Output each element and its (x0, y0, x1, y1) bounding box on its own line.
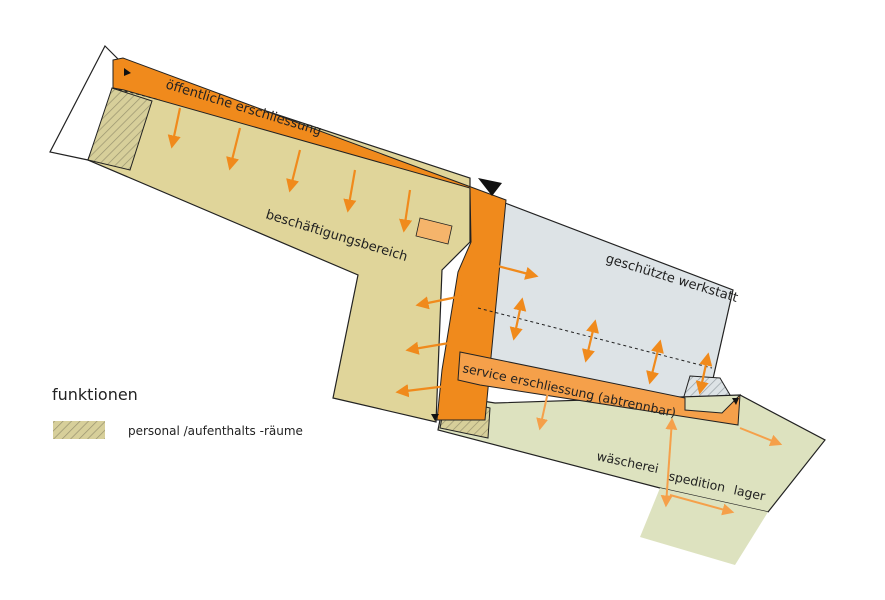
staff-room-left (87, 87, 153, 171)
legend-title: funktionen (52, 385, 138, 404)
circulation-arrows (167, 107, 539, 398)
circulation-recess (415, 217, 453, 245)
service-circulation (457, 351, 741, 426)
service-area (437, 394, 826, 513)
entrance-marker-right (732, 398, 739, 405)
legend-hatch-swatch (53, 421, 105, 439)
entrance-marker-left (124, 68, 131, 76)
legend: funktionen personal /aufenthalts -räume (52, 385, 303, 439)
public-circulation (112, 57, 507, 421)
double-arrows (509, 297, 713, 395)
storage-label: lager (732, 482, 767, 503)
service-arrows (536, 391, 783, 516)
main-entrance-marker (478, 178, 502, 196)
entrance-dash (112, 87, 161, 101)
legend-item-label: personal /aufenthalts -räume (128, 424, 303, 438)
entrance-marker-bottom (431, 414, 439, 421)
service-double-arrow (660, 417, 678, 508)
